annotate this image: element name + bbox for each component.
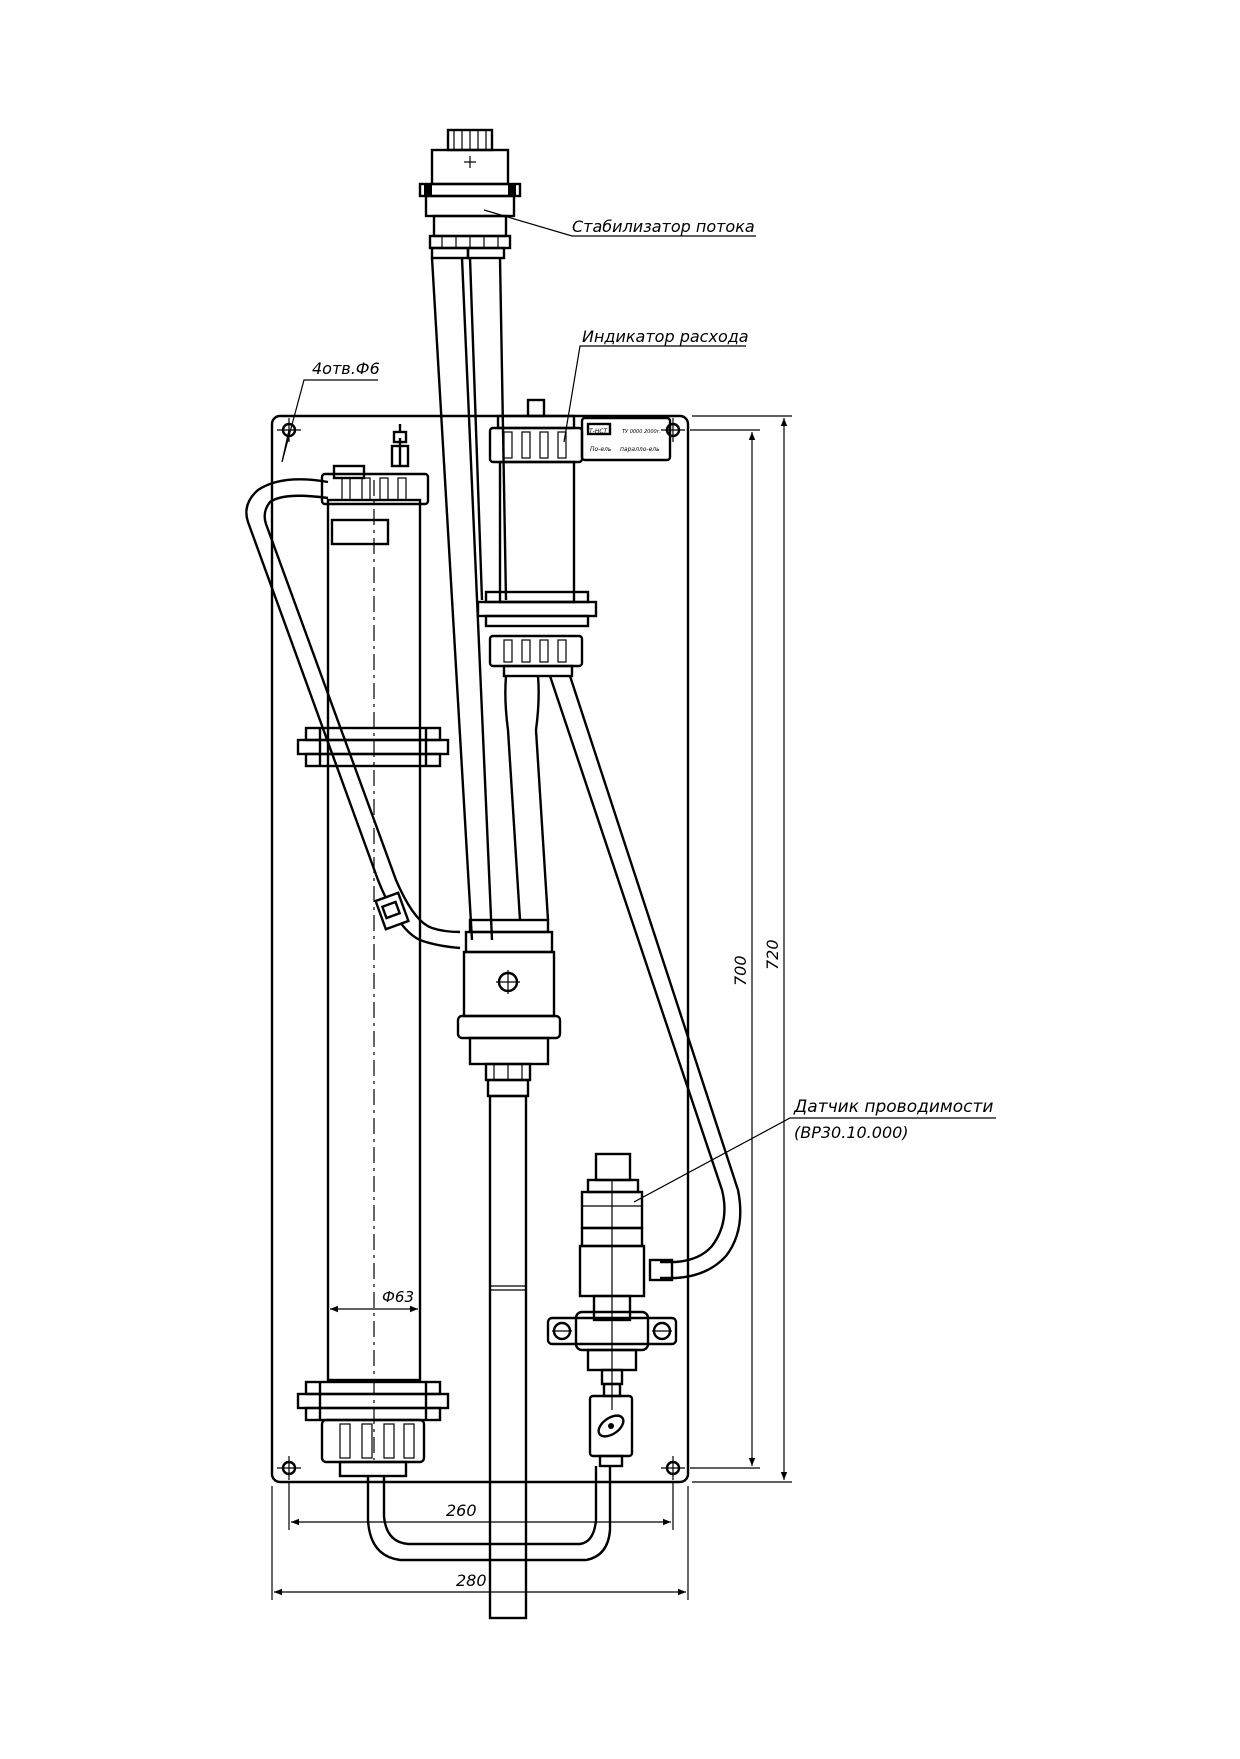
conductivity-sensor (546, 1152, 678, 1410)
mounting-hole-bottom-right (661, 1456, 685, 1480)
left-bypass-tube (245, 478, 461, 950)
width-260-label: 260 (446, 1501, 477, 1520)
diameter-dimension: Ф63 (330, 1288, 418, 1313)
flow-indicator-nameplate: Т-НСТ ТУ 0000 2000г. По-ель паралло-ель (580, 416, 672, 462)
flow-stabilizer (418, 128, 522, 260)
bottom-u-tube (366, 1466, 612, 1562)
label-holes: 4отв.Ф6 (312, 359, 380, 378)
width-dimension-260: 260 (288, 1482, 674, 1530)
callout-conductivity-sensor: Датчик проводимости (ВР30.10.000) (633, 1097, 996, 1203)
nameplate-row1-left: Т-НСТ (589, 428, 609, 435)
height-700-label: 700 (731, 955, 750, 986)
rotameter-outlet-tube (504, 675, 550, 921)
flow-indicator (476, 398, 598, 678)
mounting-holes (277, 418, 685, 1480)
callout-holes: 4отв.Ф6 (281, 359, 380, 463)
drain-valve (588, 1394, 634, 1468)
label-flow-indicator: Индикатор расхода (582, 327, 749, 346)
callout-flow-stabilizer: Стабилизатор потока (483, 209, 756, 237)
diameter-label: Ф63 (382, 1288, 414, 1306)
mounting-hole-top-right (661, 418, 685, 442)
mounting-panel (270, 414, 690, 1484)
label-sensor-code: (ВР30.10.000) (794, 1123, 909, 1142)
label-conductivity-sensor: Датчик проводимости (793, 1097, 993, 1117)
sensor-inlet-tube (548, 675, 742, 1282)
drain-pipe (488, 1094, 528, 1620)
filter-column (296, 424, 450, 1478)
width-dimension-280: 280 (271, 1486, 689, 1600)
height-dimension-720: 720 (692, 415, 792, 1483)
height-720-label: 720 (763, 939, 782, 970)
stabilizer-outlet-tubes (430, 257, 508, 941)
height-dimension-700: 700 (690, 429, 760, 1469)
nameplate-row2-left: По-ель (590, 446, 612, 453)
callout-flow-indicator: Индикатор расхода (563, 327, 749, 443)
central-manifold (456, 918, 562, 1098)
nameplate-row2-right: паралло-ель (620, 446, 660, 453)
label-flow-stabilizer: Стабилизатор потока (572, 217, 755, 236)
nameplate-row1-right: ТУ 0000 2000г. (622, 429, 661, 435)
mounting-hole-bottom-left (277, 1456, 301, 1480)
width-280-label: 280 (456, 1571, 487, 1590)
